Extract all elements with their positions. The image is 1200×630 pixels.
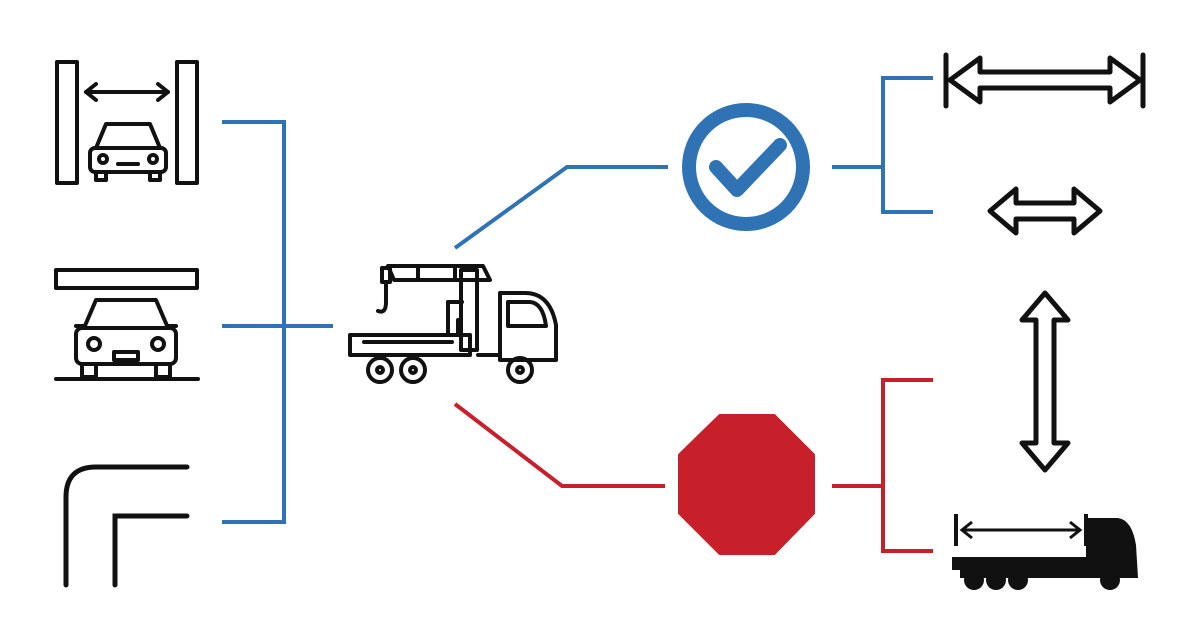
tight-corner-icon	[63, 464, 190, 588]
car-between-walls-icon	[55, 60, 199, 185]
truck-length-measure-icon	[952, 514, 1138, 590]
blocked-results-bracket	[832, 378, 933, 553]
stop-octagon-icon	[678, 414, 815, 555]
vertical-arrow-icon	[1019, 290, 1071, 473]
allowed-path-connector	[453, 165, 668, 250]
wide-horizontal-arrow-icon	[943, 52, 1146, 109]
allowed-results-bracket	[832, 76, 933, 214]
crane-truck-icon	[348, 264, 558, 384]
left-bracket-connector	[222, 120, 333, 524]
blocked-path-connector	[453, 402, 665, 488]
checkmark-circle-icon	[682, 103, 810, 231]
car-under-overhead-bar-icon	[54, 268, 200, 381]
short-horizontal-arrow-icon	[987, 186, 1103, 236]
